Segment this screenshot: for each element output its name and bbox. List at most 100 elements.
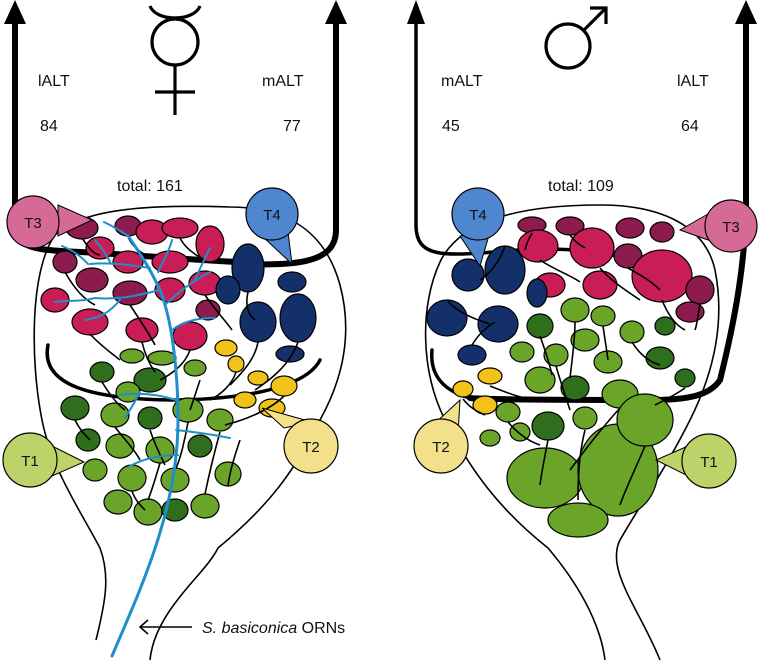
female-lalt-arrowhead	[4, 0, 26, 24]
glomerulus	[675, 301, 705, 323]
glomerulus	[531, 411, 565, 441]
male-lalt-arrowhead	[735, 0, 757, 24]
glomerulus	[495, 401, 521, 423]
glomerulus	[133, 367, 167, 393]
glomerulus	[526, 278, 548, 308]
orn-main-axon	[110, 234, 180, 658]
female-pn-fibers	[64, 235, 299, 511]
glomerulus	[75, 428, 101, 452]
glomerulus	[239, 301, 277, 343]
glomerulus	[569, 227, 615, 269]
male-malt-arrowhead	[407, 0, 425, 24]
female-t1-glomeruli	[60, 348, 242, 526]
glomerulus	[117, 464, 147, 492]
glomerulus	[685, 275, 715, 305]
glomerulus	[187, 434, 213, 458]
glomerulus	[89, 361, 115, 383]
male-t4-label: T4	[469, 207, 487, 224]
female-t4-callout: T4	[245, 187, 299, 266]
male-left-tract-name: mALT	[441, 73, 483, 90]
orn-label-italic: S. basiconica	[202, 620, 297, 637]
female-t4-glomeruli	[215, 243, 317, 363]
glomerulus	[277, 271, 307, 293]
glomerulus	[547, 502, 609, 538]
glomerulus	[570, 328, 600, 352]
glomerulus	[509, 341, 535, 363]
glomerulus	[60, 395, 90, 421]
male-t4-callout: T4	[451, 187, 505, 268]
glomerulus	[560, 375, 590, 401]
female-right-tract-count: 77	[283, 118, 301, 135]
female-t3-label: T3	[24, 215, 42, 232]
glomerulus	[195, 225, 225, 263]
male-t3-label: T3	[722, 219, 740, 236]
glomerulus	[52, 250, 78, 274]
hermaphrodite-symbol	[148, 5, 202, 115]
glomerulus	[452, 380, 474, 398]
male-symbol	[544, 6, 608, 70]
male-pn-fibers	[446, 232, 701, 506]
male-t1-glomeruli	[479, 297, 696, 538]
glomerulus	[40, 287, 70, 313]
glomerulus	[524, 366, 556, 394]
glomerulus	[479, 429, 501, 447]
glomerulus	[161, 217, 199, 239]
glomerulus	[590, 305, 616, 327]
female-t4-label: T4	[263, 207, 281, 224]
glomerulus	[582, 270, 618, 300]
male-right-tract-name: lALT	[677, 73, 709, 90]
female-lobe-outline	[33, 205, 347, 661]
glomerulus	[215, 275, 241, 305]
glomerulus	[654, 316, 676, 336]
glomerulus	[112, 250, 144, 274]
glomerulus	[71, 308, 109, 336]
female-t3-callout: T3	[6, 195, 94, 249]
glomerulus	[451, 258, 485, 292]
glomerulus	[645, 346, 675, 370]
glomerulus	[270, 375, 298, 397]
male-t3-callout: T3	[678, 199, 758, 253]
glomerulus	[543, 343, 569, 367]
glomerulus	[100, 402, 130, 428]
female-t1-label: T1	[21, 453, 39, 470]
glomerulus	[593, 350, 623, 374]
glomerulus	[615, 217, 645, 239]
female-t3-glomeruli	[40, 215, 225, 351]
glomerulus	[649, 221, 675, 243]
glomerulus	[103, 489, 133, 515]
male-t2-callout: T2	[413, 398, 469, 474]
glomerulus	[477, 305, 519, 343]
female-malt-arrowhead	[325, 0, 347, 24]
male-t3-glomeruli	[517, 216, 715, 323]
glomerulus	[85, 236, 115, 260]
glomerulus	[560, 297, 590, 323]
male-panel: T4 T3 T2 T1 mALT 45 lALT 64 total: 109	[407, 0, 758, 661]
female-orn-axons	[54, 221, 231, 658]
orn-pointer-arrowhead	[138, 619, 149, 635]
male-left-tract-count: 45	[442, 118, 460, 135]
glomerulus	[233, 391, 257, 409]
male-t1-label: T1	[700, 454, 718, 471]
glomerulus	[275, 345, 305, 363]
glomerulus	[674, 368, 696, 388]
glomerulus	[183, 359, 207, 377]
glomerulus	[279, 293, 317, 343]
male-t1-callout: T1	[654, 433, 737, 489]
glomerulus	[526, 313, 554, 339]
female-left-tract-count: 84	[40, 118, 58, 135]
glomerulus	[214, 339, 238, 357]
orn-label: S. basiconica ORNs	[202, 620, 345, 637]
glomerulus	[125, 317, 159, 343]
glomerulus	[190, 493, 220, 519]
glomerulus	[137, 406, 163, 430]
orn-label-rest: ORNs	[297, 620, 345, 637]
glomerulus	[206, 408, 234, 432]
orn-annotation: S. basiconica ORNs	[138, 619, 345, 637]
glomerulus	[75, 267, 109, 293]
male-right-tract-count: 64	[681, 118, 699, 135]
glomerulus	[472, 395, 498, 415]
glomerulus	[517, 229, 559, 263]
glomerulus	[119, 348, 145, 364]
male-total: total: 109	[548, 178, 614, 195]
